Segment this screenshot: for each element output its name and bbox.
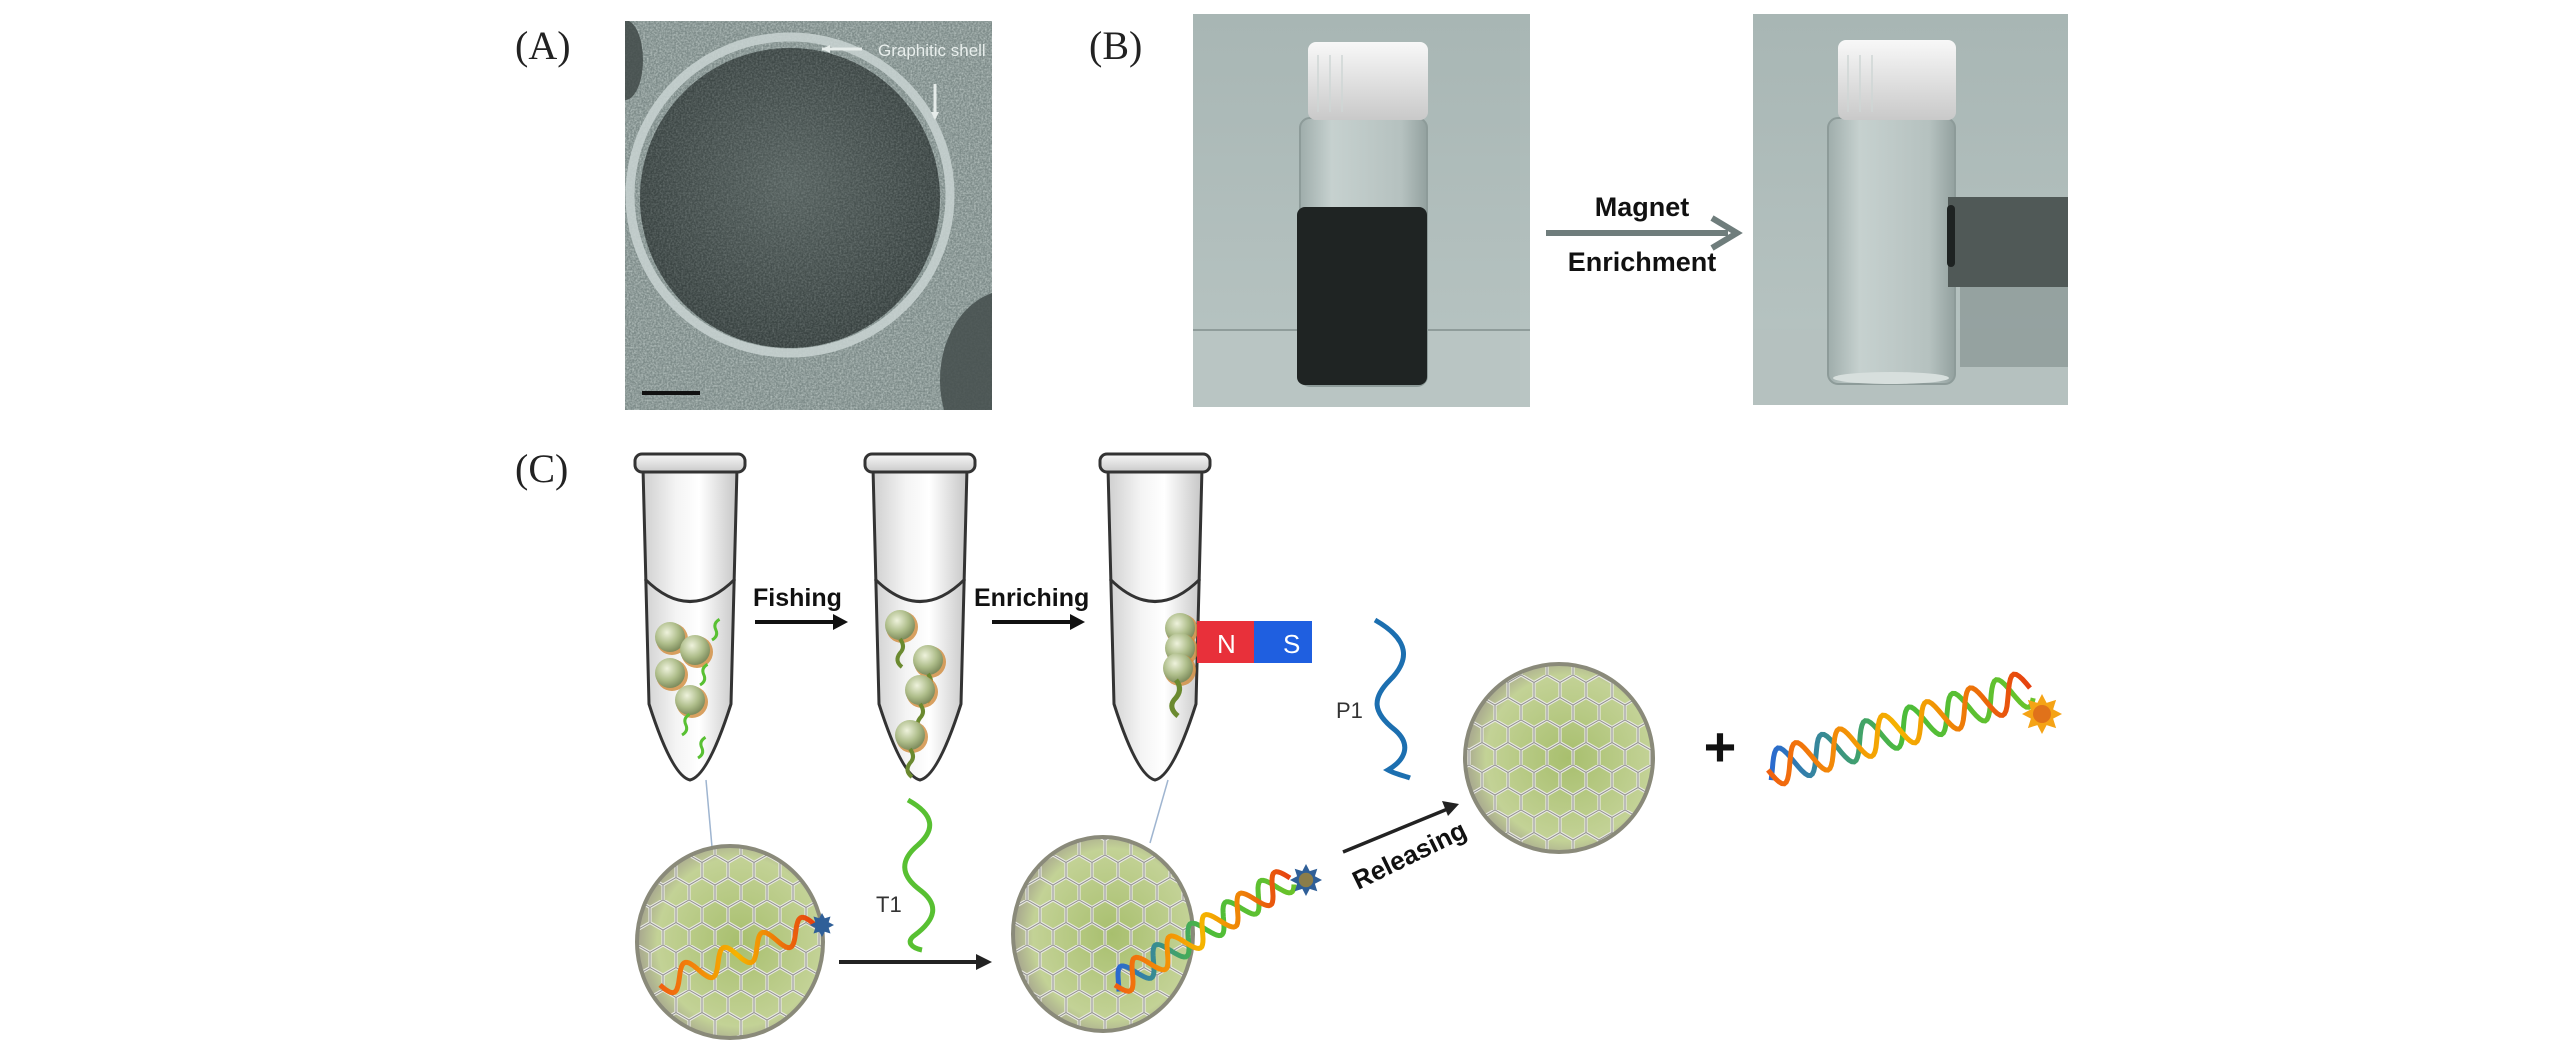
step-label-releasing: Releasing (1347, 815, 1471, 896)
magnetic-bead (655, 658, 685, 688)
step-label-fishing: Fishing (753, 584, 842, 612)
hybrid-duplex (1113, 869, 1297, 994)
panel-label-b: (B) (1089, 23, 1143, 68)
graphitic-shell (625, 32, 955, 358)
hybridization-arrow (839, 954, 992, 970)
tem-micrograph: Graphitic shell (625, 21, 992, 410)
fluorophore-emitting-icon (2022, 694, 2062, 734)
microtube-3 (1098, 452, 1212, 782)
arrow-label-enrichment: Enrichment (1568, 247, 1717, 277)
vial-photo-before (1193, 14, 1530, 407)
magnet-south-pole (1254, 621, 1312, 663)
fishing-step: Fishing (753, 584, 848, 630)
neighbour-particle (940, 293, 992, 410)
graphitic-shell-annotation: Graphitic shell (878, 41, 986, 60)
magnetic-bead (675, 685, 705, 715)
zoom-line-1 (705, 779, 713, 848)
target-strand-t1: T1 (876, 797, 936, 953)
tube-contents (655, 610, 1198, 779)
magnetic-bead (680, 635, 710, 665)
magnet-north-label: N (1217, 629, 1236, 659)
fluorophore-quenched-icon (1290, 864, 1322, 896)
plus-sign: + (1704, 715, 1737, 778)
magnet-north-pole (1197, 621, 1254, 663)
magnet-south-label: S (1283, 629, 1300, 659)
step-label-enriching: Enriching (974, 584, 1089, 612)
panel-label-c: (C) (515, 446, 569, 491)
dark-suspension (1297, 207, 1427, 385)
magnetic-bead (913, 645, 943, 675)
microtube-1 (633, 452, 747, 782)
magnet-block (1948, 197, 2068, 287)
scale-bar (642, 391, 700, 395)
carbon-shell-sphere-2 (1011, 835, 1195, 1033)
magnetic-bead (655, 622, 685, 652)
releasing-step: Releasing (1342, 801, 1471, 896)
quencher-fluorophore-icon (810, 913, 834, 937)
arrow-label-magnet: Magnet (1595, 192, 1690, 222)
t1-label: T1 (876, 892, 902, 917)
magnetic-bead (1163, 653, 1193, 683)
collected-particles (1947, 205, 1955, 267)
magnet-enrichment-arrow: Magnet Enrichment (1546, 192, 1743, 277)
p1-label: P1 (1336, 698, 1363, 723)
carbon-shell-sphere-3 (1463, 662, 1655, 854)
adsorbed-probe-strand (658, 914, 817, 996)
microtube-2 (863, 452, 977, 782)
probe-strand-p1: P1 (1336, 617, 1411, 781)
released-duplex (1766, 671, 2036, 787)
magnetic-bead (905, 675, 935, 705)
panel-label-a: (A) (515, 23, 571, 68)
magnetic-bead (895, 720, 925, 750)
bar-magnet: N S (1197, 621, 1312, 663)
enriching-step: Enriching (974, 584, 1089, 630)
vial-photo-after (1753, 14, 2068, 405)
zoom-line-3 (1149, 779, 1169, 844)
vial-cap (1308, 42, 1428, 120)
magnetic-bead (885, 610, 915, 640)
